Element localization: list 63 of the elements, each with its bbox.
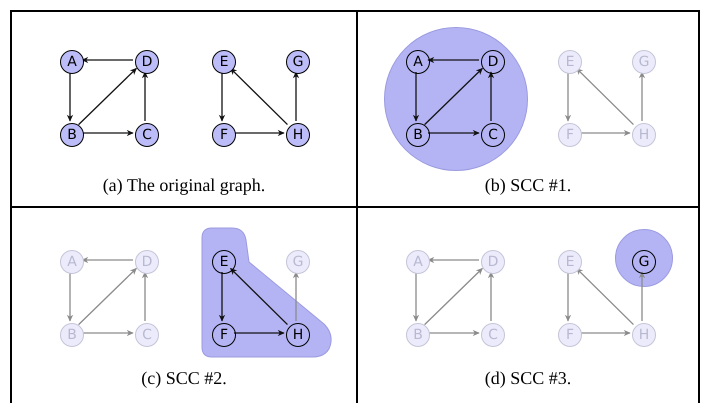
arrow bbox=[576, 68, 634, 126]
component-highlight bbox=[615, 229, 673, 287]
graph-vertex: B bbox=[406, 123, 430, 147]
figure-panel bbox=[10, 206, 356, 403]
graph-vertex: H bbox=[286, 123, 310, 147]
arrow bbox=[488, 71, 494, 121]
arrow bbox=[424, 68, 483, 126]
graph-vertex: D bbox=[481, 50, 505, 74]
arrow bbox=[427, 56, 479, 64]
graph-vertex: G bbox=[632, 250, 656, 274]
graph-vertex: G bbox=[286, 50, 310, 74]
panel-caption: (b) SCC #1. bbox=[484, 175, 572, 196]
arrow bbox=[142, 271, 148, 321]
arrow bbox=[82, 330, 134, 336]
arrow bbox=[230, 68, 288, 126]
arrow bbox=[412, 272, 420, 322]
graph-vertex: F bbox=[212, 323, 236, 347]
graph-vertex: A bbox=[60, 50, 84, 74]
graph-vertex: B bbox=[60, 123, 84, 147]
figure-panel bbox=[356, 10, 700, 206]
panel-caption: (c) SCC #2. bbox=[141, 368, 227, 389]
arrow bbox=[234, 330, 285, 336]
arrow bbox=[428, 130, 480, 136]
arrow bbox=[234, 130, 285, 136]
arrow bbox=[218, 272, 226, 322]
arrow bbox=[78, 268, 137, 326]
arrow bbox=[82, 130, 134, 136]
arrow bbox=[580, 330, 631, 336]
figure-panel bbox=[356, 206, 700, 403]
component-highlight bbox=[384, 27, 528, 171]
arrow bbox=[81, 56, 133, 64]
arrow bbox=[564, 72, 572, 122]
arrow bbox=[292, 271, 300, 321]
arrow bbox=[576, 268, 634, 326]
arrow bbox=[66, 272, 74, 322]
figure-panel bbox=[10, 10, 356, 206]
arrow bbox=[78, 68, 137, 126]
arrow bbox=[66, 72, 74, 122]
panel-caption: (d) SCC #3. bbox=[484, 368, 572, 389]
arrow bbox=[218, 72, 226, 122]
arrow bbox=[427, 256, 479, 264]
arrow bbox=[292, 71, 300, 121]
graph-vertex: A bbox=[406, 50, 430, 74]
arrow bbox=[488, 271, 494, 321]
component-highlight bbox=[202, 228, 332, 358]
graph-vertex: H bbox=[286, 323, 310, 347]
graph-vertex: E bbox=[212, 50, 236, 74]
arrow bbox=[638, 71, 646, 121]
arrow bbox=[412, 72, 420, 122]
panel-caption: (a) The original graph. bbox=[102, 175, 266, 196]
arrow bbox=[564, 272, 572, 322]
graph-vertex: C bbox=[135, 123, 159, 147]
arrow bbox=[81, 256, 133, 264]
arrow bbox=[230, 268, 288, 326]
arrow bbox=[142, 71, 148, 121]
graph-vertex: E bbox=[212, 250, 236, 274]
arrow bbox=[638, 271, 646, 321]
arrow bbox=[424, 268, 483, 326]
arrow bbox=[580, 130, 631, 136]
graph-vertex: C bbox=[481, 123, 505, 147]
arrow bbox=[428, 330, 480, 336]
graph-vertex: F bbox=[212, 123, 236, 147]
graph-vertex: D bbox=[135, 50, 159, 74]
